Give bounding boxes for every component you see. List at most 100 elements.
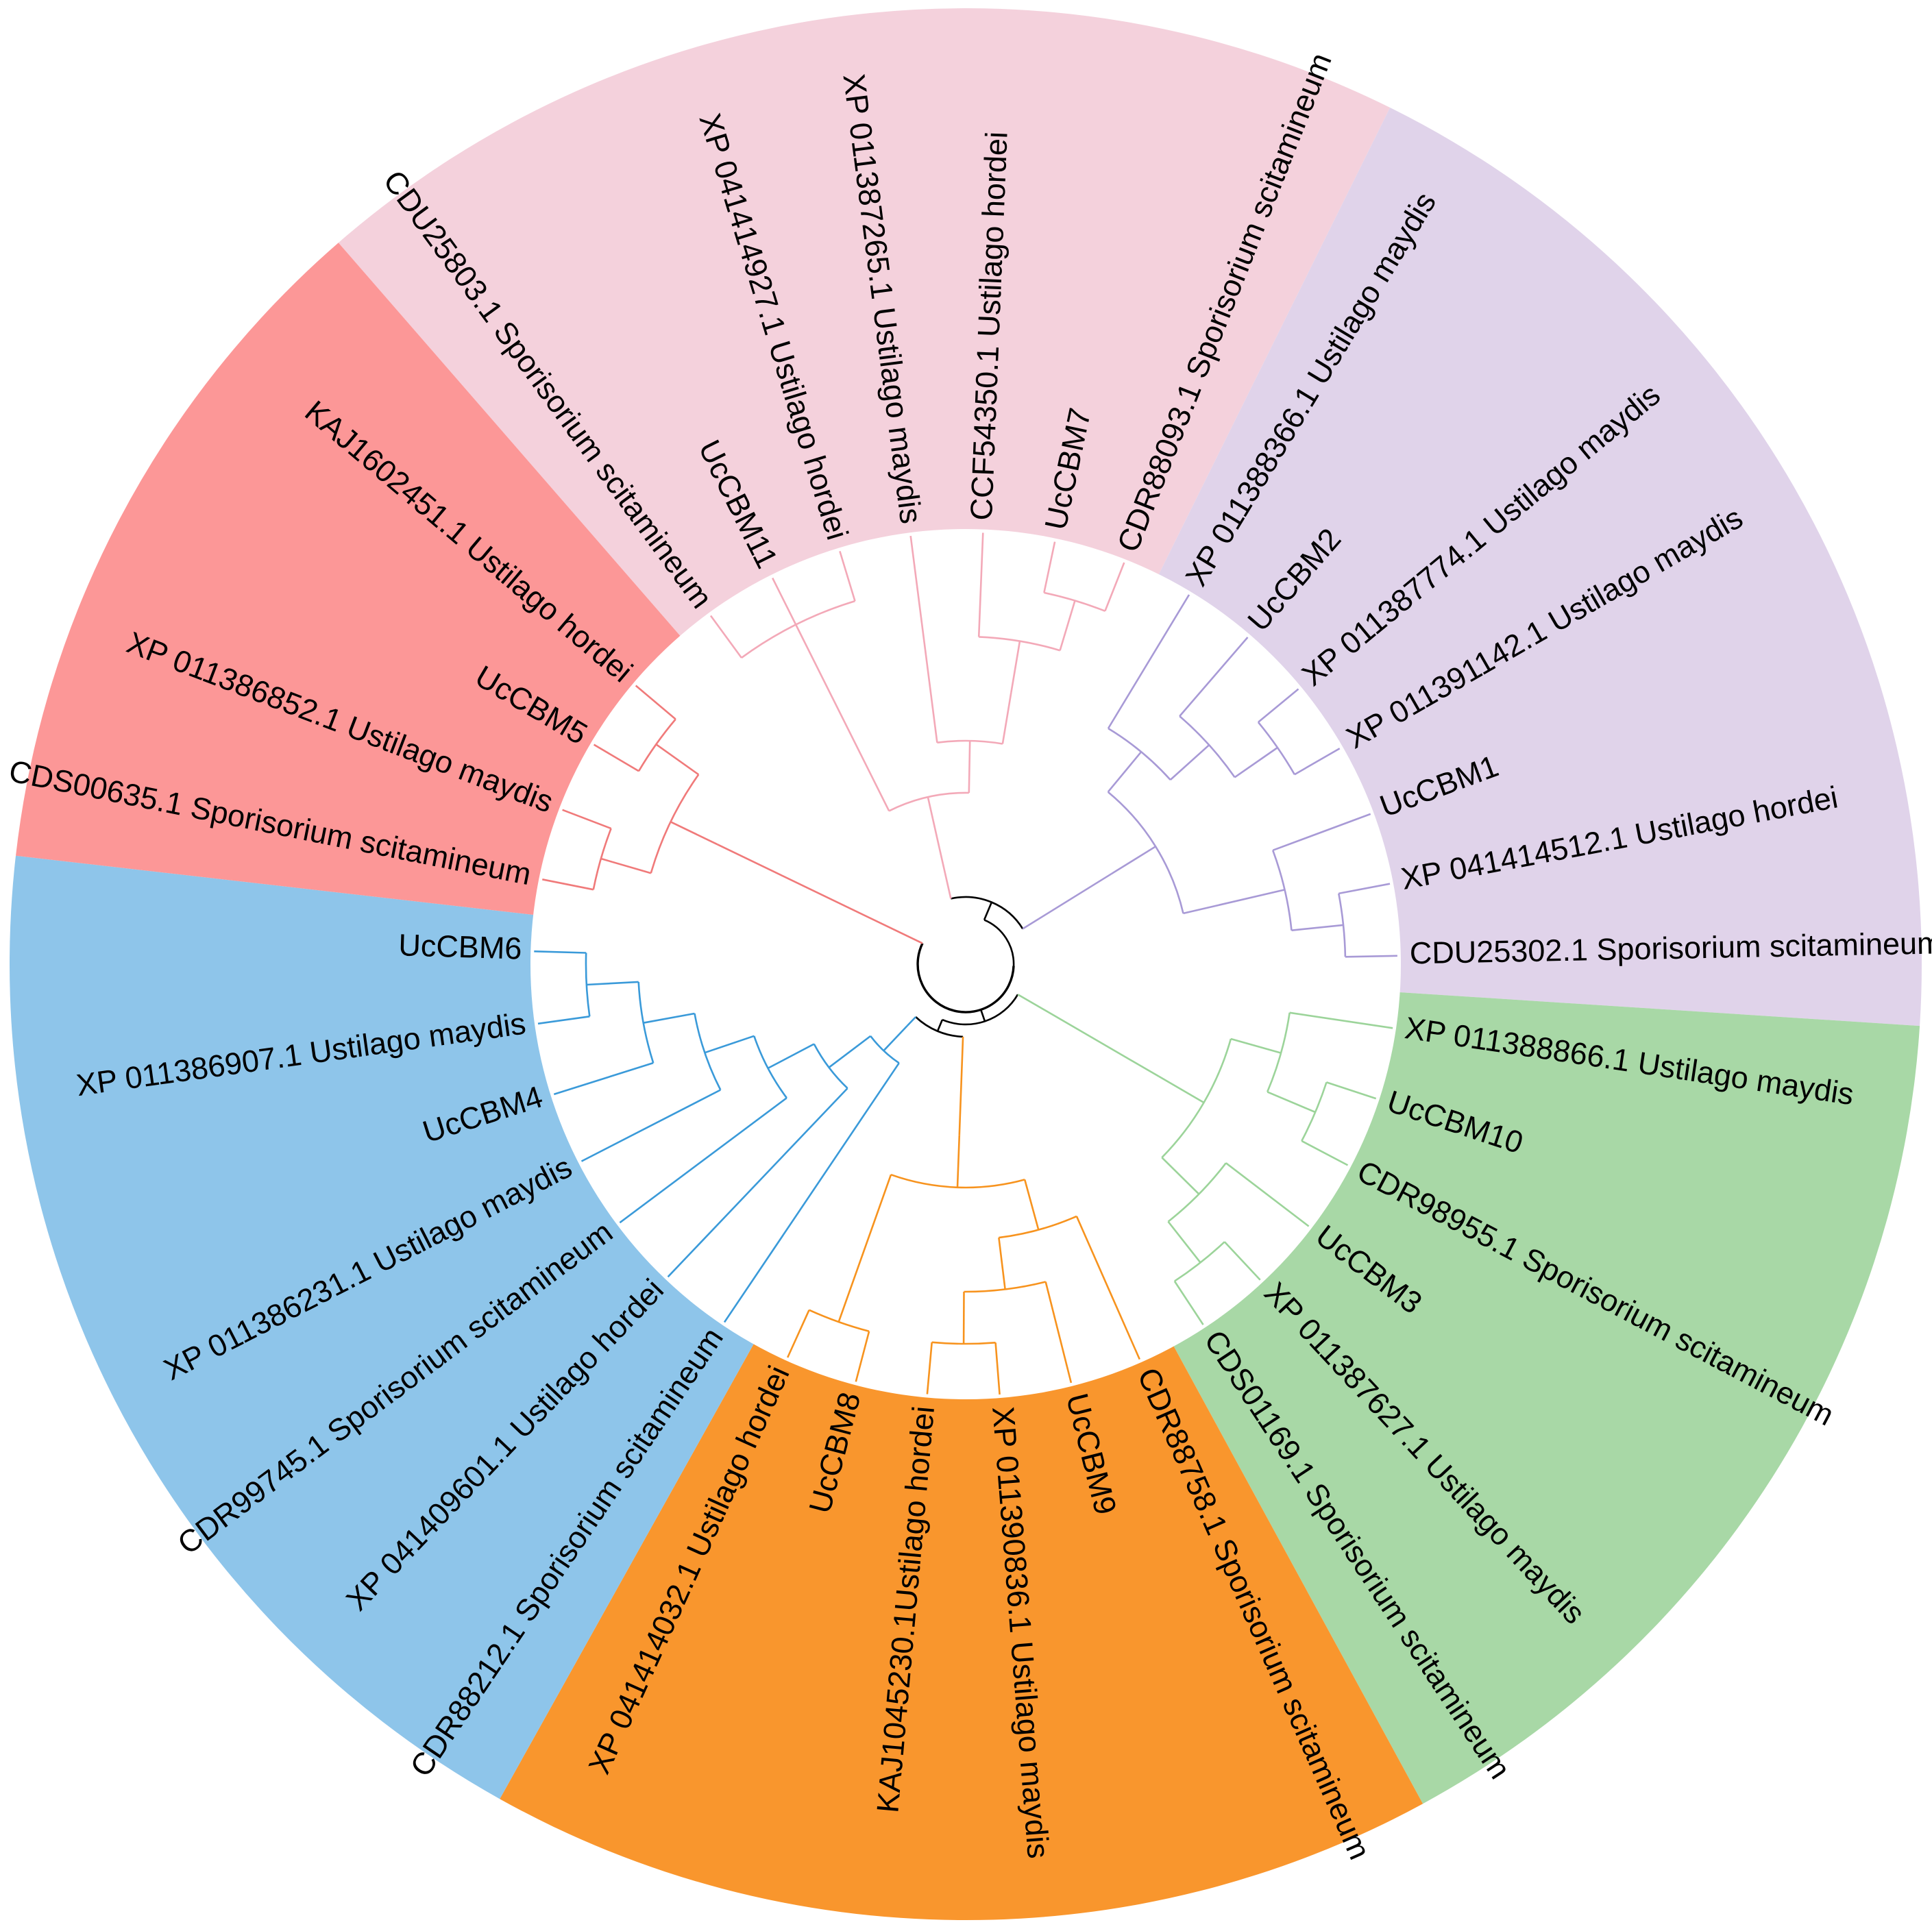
branch-arc-7 — [637, 718, 676, 772]
branch-radial-63 — [906, 1016, 917, 1027]
leaf-branch-l33 — [534, 950, 587, 954]
branch-arc-26 — [1107, 791, 1184, 914]
branch-arc-62 — [809, 1309, 870, 1333]
branch-radial-70 — [704, 1035, 755, 1054]
leaf-branch-l35 — [562, 809, 612, 830]
branch-arc-23 — [1044, 591, 1105, 612]
inner-disc — [530, 529, 1401, 1399]
branch-arc-58 — [964, 1281, 1047, 1293]
branch-arc-30 — [1179, 715, 1236, 778]
branch-radial-52 — [958, 1036, 964, 1135]
leaf-branch-l23 — [994, 1342, 1001, 1395]
leaf-branch-l21 — [1075, 1216, 1140, 1360]
leaf-branch-l03 — [839, 551, 856, 602]
branch-radial-53 — [956, 1135, 961, 1188]
leaf-branch-l16 — [1326, 1081, 1377, 1100]
leaf-branch-l12 — [1272, 813, 1371, 852]
branch-radial-10 — [983, 902, 993, 920]
leaf-branch-l04 — [909, 535, 938, 743]
leaf-branch-l37 — [635, 685, 676, 720]
branch-arc-28 — [1108, 727, 1171, 781]
branch-arc-5 — [592, 828, 612, 890]
leaf-branch-l02 — [772, 577, 797, 626]
branch-arc-65 — [870, 1035, 900, 1064]
branch-arc-21 — [979, 636, 1060, 652]
branch-arc-71 — [694, 1013, 722, 1091]
leaf-branch-l18 — [1225, 1162, 1310, 1227]
leaf-branch-l15 — [1289, 1011, 1393, 1029]
leaf-branch-l13 — [1338, 883, 1391, 895]
branch-arc-34 — [1271, 850, 1293, 931]
branch-radial-15 — [795, 624, 890, 811]
leaf-branch-l27 — [723, 1062, 900, 1323]
branch-arc-54 — [890, 1173, 1025, 1189]
leaf-branch-l36 — [593, 744, 639, 772]
branch-radial-35 — [1291, 924, 1344, 931]
leaf-branch-l09 — [1179, 637, 1249, 717]
leaf-branch-l01 — [709, 615, 742, 659]
branch-arc-3 — [650, 774, 700, 874]
branch-radial-4 — [600, 857, 652, 874]
branch-radial-37 — [979, 1009, 986, 1022]
branch-arc-45 — [1301, 1081, 1328, 1142]
leaf-branch-l22 — [1044, 1281, 1073, 1384]
leaf-branch-l20 — [1173, 1280, 1204, 1325]
branch-radial-64 — [883, 1025, 908, 1052]
branch-radial-42 — [1230, 1037, 1282, 1054]
branch-radial-46 — [1161, 1157, 1200, 1195]
leaf-branch-l11 — [1294, 748, 1341, 776]
branch-radial-48 — [1167, 1220, 1201, 1264]
branch-arc-49 — [1174, 1241, 1225, 1282]
branch-radial-29 — [1169, 744, 1210, 781]
branch-radial-31 — [1234, 746, 1278, 778]
branch-arc-56 — [999, 1215, 1077, 1239]
branch-arc-41 — [1161, 1038, 1232, 1159]
branch-radial-22 — [1059, 600, 1076, 651]
branch-radial-57 — [998, 1237, 1006, 1290]
branch-radial-2 — [670, 821, 718, 846]
tree-branches — [534, 532, 1397, 1395]
leaf-branch-l06 — [1043, 541, 1056, 593]
leaf-branch-l07 — [1104, 562, 1125, 612]
leaf-branch-l05 — [977, 532, 984, 637]
leaf-branch-l28 — [667, 1088, 848, 1278]
branch-radial-68 — [767, 1043, 815, 1070]
branch-radial-74 — [586, 981, 639, 986]
branch-radial-1 — [717, 844, 923, 944]
leaf-branch-l31 — [553, 1061, 654, 1096]
branch-radial-66 — [828, 1035, 871, 1068]
branch-arc-18 — [937, 739, 1003, 745]
branch-arc-60 — [931, 1341, 996, 1345]
leaf-branch-l34 — [542, 879, 594, 891]
branch-arc-73 — [637, 981, 655, 1064]
clade-sector-orange — [500, 964, 1423, 1921]
branch-arc-16 — [741, 600, 855, 659]
branch-arc-32 — [1257, 722, 1296, 775]
branch-radial-55 — [1023, 1179, 1040, 1231]
branch-radial-12 — [938, 848, 952, 899]
clade-sector-pink — [338, 8, 1391, 964]
leaf-branch-l14 — [1345, 955, 1397, 958]
branch-arc-38 — [942, 994, 1019, 1026]
leaf-branch-l19 — [1223, 1241, 1261, 1281]
branch-arc-51 — [915, 1016, 964, 1038]
branch-radial-24 — [1022, 873, 1112, 930]
leaf-branch-l29 — [619, 1097, 787, 1224]
branch-radial-25 — [1110, 846, 1156, 875]
leaf-label-l33: UcCBM6 — [398, 927, 522, 966]
leaf-branch-l17 — [1301, 1140, 1349, 1166]
leaf-branch-l32 — [537, 1016, 590, 1025]
branch-radial-44 — [1267, 1091, 1316, 1114]
branch-radial-50 — [936, 1019, 944, 1032]
branch-arc-9 — [980, 919, 1015, 1011]
branch-arc-69 — [753, 1035, 787, 1098]
branch-radial-33 — [1183, 889, 1285, 915]
leaf-branch-l10 — [1258, 688, 1299, 723]
branch-arc-75 — [585, 953, 591, 1017]
branch-arc-67 — [813, 1043, 848, 1090]
branch-radial-20 — [1010, 641, 1021, 693]
leaf-branch-l30 — [580, 1089, 721, 1162]
leaf-branch-l08 — [1107, 594, 1190, 729]
branch-arc-11 — [951, 896, 1024, 930]
